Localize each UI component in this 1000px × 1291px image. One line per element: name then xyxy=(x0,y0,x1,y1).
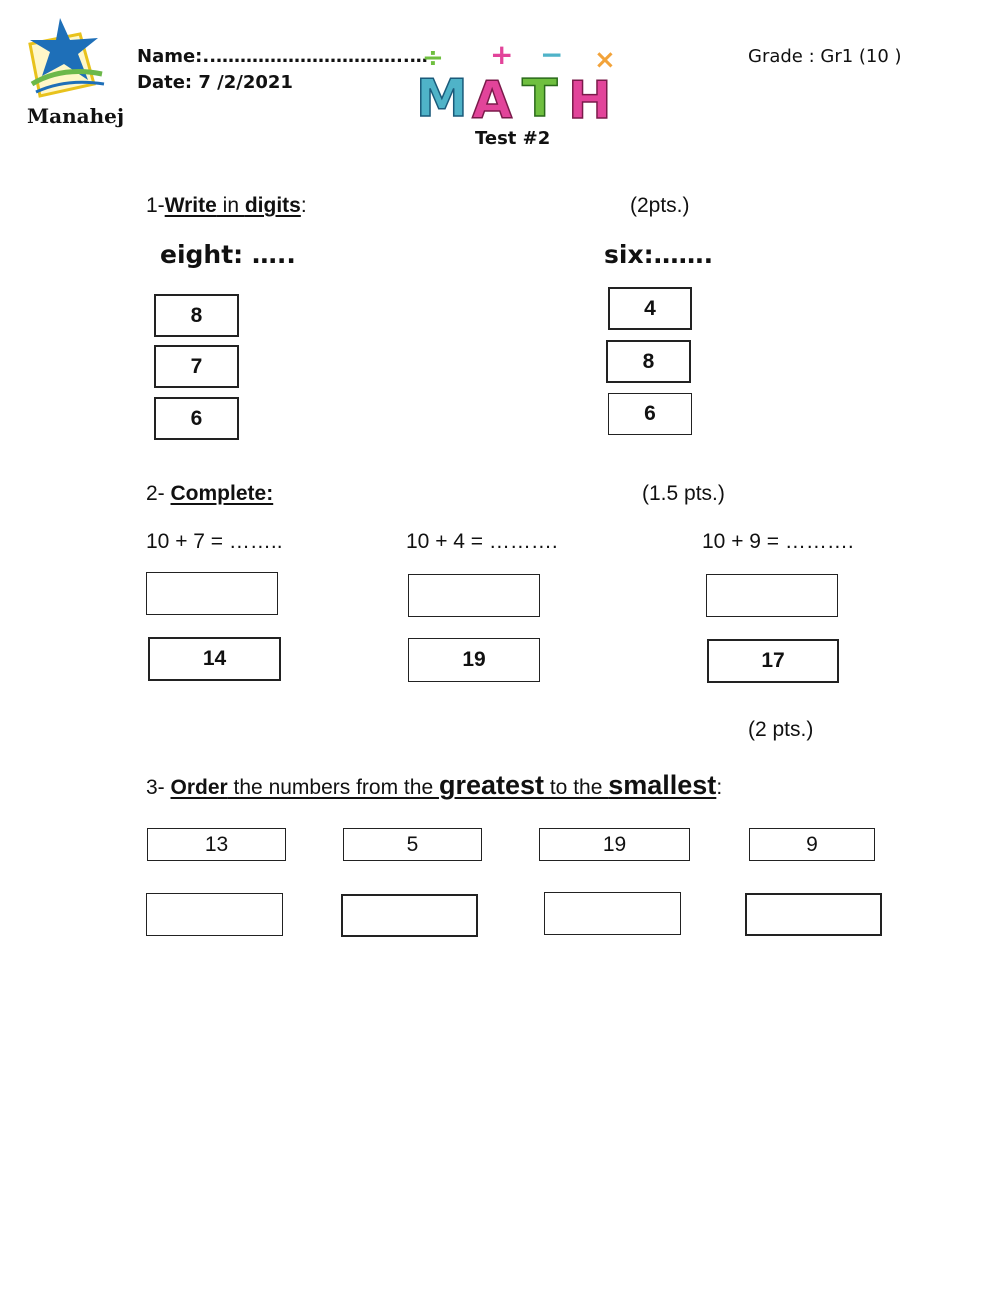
q1-points: (2pts.) xyxy=(630,194,690,217)
minus-symbol: − xyxy=(540,44,563,71)
q3-title-mid2: to the xyxy=(544,776,609,799)
q1-heading: 1-Write in digits: xyxy=(146,194,307,218)
q2-answer-drop-3[interactable] xyxy=(706,574,838,617)
q1-right-option-3[interactable]: 6 xyxy=(608,393,692,435)
q3-number-3[interactable]: 19 xyxy=(539,828,690,861)
q1-left-option-1[interactable]: 8 xyxy=(154,294,239,337)
q1-number: 1- xyxy=(146,194,165,217)
q1-left-prompt: eight: ….. xyxy=(160,240,296,269)
math-letter-m: M xyxy=(416,69,468,124)
q3-title-greatest: greatest xyxy=(438,770,545,800)
grade-label: Grade : Gr1 (10 ) xyxy=(748,46,902,67)
q3-number-2[interactable]: 5 xyxy=(343,828,482,861)
q3-number: 3- xyxy=(146,776,171,799)
q1-title-mid: in xyxy=(216,194,245,217)
q1-left-option-3[interactable]: 6 xyxy=(154,397,239,440)
q3-title-mid1: the numbers from the xyxy=(227,776,439,799)
q1-title-digits: digits xyxy=(244,194,301,217)
q2-title: Complete: xyxy=(170,482,274,505)
test-label: Test #2 xyxy=(475,128,551,149)
q3-number-4[interactable]: 9 xyxy=(749,828,875,861)
q1-right-prompt: six:……. xyxy=(604,240,714,269)
math-letter-h: H xyxy=(568,71,612,124)
q3-title-end: : xyxy=(716,776,723,799)
q2-equation-2: 10 + 4 = ………. xyxy=(406,530,558,553)
name-field: Name:..…………………………..… xyxy=(137,46,428,67)
q2-number: 2- xyxy=(146,482,171,505)
q2-equation-1: 10 + 7 = …….. xyxy=(146,530,283,553)
q3-title-order: Order xyxy=(170,776,228,799)
math-letters-graphic: ÷ + − × M A T H xyxy=(415,38,616,132)
q1-title-end: : xyxy=(300,194,307,217)
q1-right-option-1[interactable]: 4 xyxy=(608,287,692,330)
q1-title-write: Write xyxy=(164,194,217,217)
plus-symbol: + xyxy=(490,44,513,71)
manahej-logo xyxy=(22,14,112,102)
math-letter-a: A xyxy=(472,71,512,124)
q3-answer-drop-3[interactable] xyxy=(544,892,681,935)
math-title-art: ÷ + − × M A T H xyxy=(412,38,624,132)
logo-text: Manahej xyxy=(27,104,125,128)
q3-answer-drop-2[interactable] xyxy=(341,894,478,937)
q3-points: (2 pts.) xyxy=(748,718,814,741)
q2-points: (1.5 pts.) xyxy=(642,482,725,505)
q1-right-option-2[interactable]: 8 xyxy=(606,340,691,383)
q2-answer-drop-1[interactable] xyxy=(146,572,278,615)
divide-symbol: ÷ xyxy=(422,44,444,73)
q2-option-3[interactable]: 17 xyxy=(707,639,839,683)
q1-left-option-2[interactable]: 7 xyxy=(154,345,239,388)
q3-answer-drop-4[interactable] xyxy=(745,893,882,936)
q3-answer-drop-1[interactable] xyxy=(146,893,283,936)
q2-answer-drop-2[interactable] xyxy=(408,574,540,617)
q3-number-1[interactable]: 13 xyxy=(147,828,286,861)
date-label: Date: 7 /2/2021 xyxy=(137,72,293,93)
q2-heading: 2- Complete: xyxy=(146,482,273,506)
logo-mark-icon xyxy=(28,18,105,98)
q3-title-smallest: smallest xyxy=(608,770,717,800)
times-symbol: × xyxy=(594,45,616,75)
q2-option-1[interactable]: 14 xyxy=(148,637,281,681)
math-letter-t: T xyxy=(522,69,558,124)
q2-option-2[interactable]: 19 xyxy=(408,638,540,682)
q2-equation-3: 10 + 9 = ………. xyxy=(702,530,854,553)
q3-heading: 3- Order the numbers from the greatest t… xyxy=(146,770,722,801)
